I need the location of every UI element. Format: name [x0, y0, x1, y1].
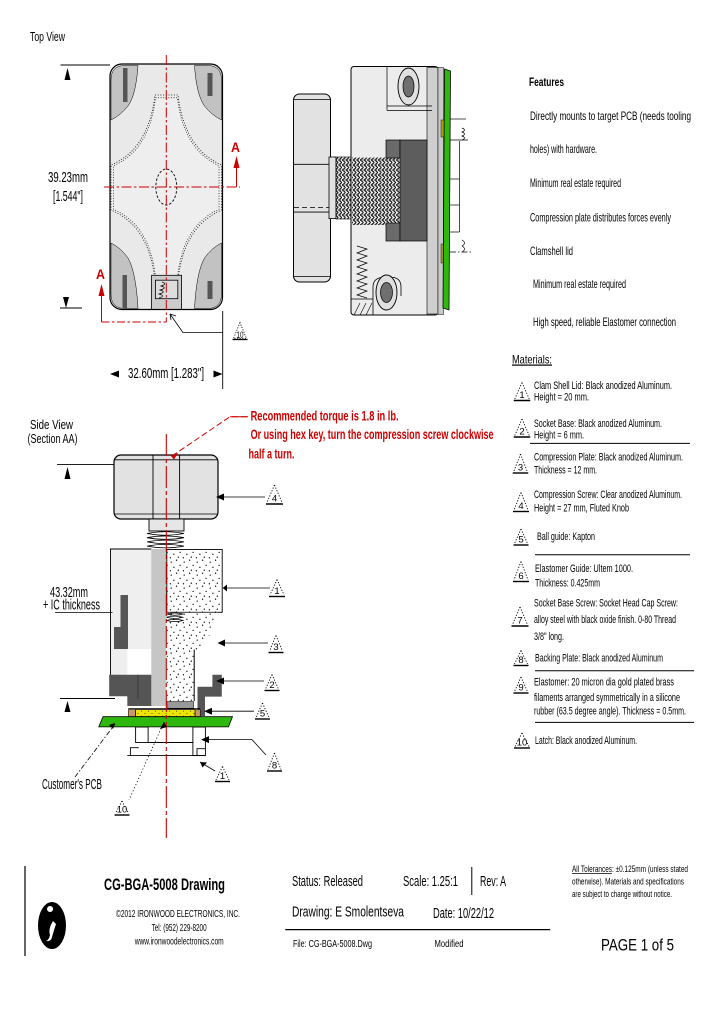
svg-text:alloy steel with black oxide f: alloy steel with black oxide finish. 0-8… — [534, 614, 676, 626]
svg-text:6: 6 — [518, 571, 523, 582]
svg-text:2: 2 — [269, 680, 274, 691]
svg-text:1: 1 — [519, 390, 524, 401]
svg-text:©2012 IRONWOOD ELECTRONICS, IN: ©2012 IRONWOOD ELECTRONICS, INC. — [116, 909, 240, 920]
svg-text:filaments arranged symmetrical: filaments arranged symmetrically in a si… — [534, 692, 680, 704]
svg-text:Clamshell lid: Clamshell lid — [530, 244, 573, 258]
svg-text:half a turn.: half a turn. — [249, 446, 295, 462]
svg-text:File: CG-BGA-5008.Dwg: File: CG-BGA-5008.Dwg — [293, 939, 372, 950]
svg-text:5: 5 — [518, 535, 523, 546]
svg-text:Ball guide: Kapton: Ball guide: Kapton — [537, 531, 595, 543]
svg-text:Modified: Modified — [435, 939, 464, 950]
svg-text:A: A — [231, 139, 240, 155]
svg-text:3: 3 — [273, 642, 278, 653]
svg-text:Compression Screw: Clear anodi: Compression Screw: Clear anodized Alumin… — [534, 489, 682, 501]
svg-text:10: 10 — [237, 330, 244, 340]
svg-text:[1.544"]: [1.544"] — [53, 188, 83, 205]
svg-text:Compression Plate: Black anodi: Compression Plate: Black anodized Alumin… — [534, 452, 683, 464]
svg-text:Materials:: Materials: — [512, 353, 552, 367]
svg-text:are subject to change without: are subject to change without notice. — [572, 889, 672, 899]
svg-text:8: 8 — [272, 761, 277, 772]
svg-text:Tel: (952) 229-8200: Tel: (952) 229-8200 — [152, 923, 207, 934]
svg-text:PAGE 1 of 5: PAGE 1 of 5 — [601, 936, 674, 955]
svg-text:Customer's PCB: Customer's PCB — [42, 776, 102, 793]
svg-text:Compression plate distributes: Compression plate distributes forces eve… — [530, 211, 671, 225]
svg-text:All Tolerances: ±0.125mm (unle: All Tolerances: ±0.125mm (unless stated — [572, 864, 688, 874]
svg-text:+ IC thickness: + IC thickness — [43, 597, 100, 614]
svg-text:Rev: A: Rev: A — [480, 873, 506, 890]
svg-text:Minimum real estate required: Minimum real estate required — [533, 277, 626, 291]
svg-text:Clam Shell Lid: Black anodized: Clam Shell Lid: Black anodized Aluminum. — [534, 380, 672, 392]
svg-text:rubber (63.5 degree angle). Th: rubber (63.5 degree angle). Thickness = … — [534, 706, 686, 718]
svg-text:Height = 6 mm.: Height = 6 mm. — [534, 430, 584, 442]
svg-text:10: 10 — [517, 738, 528, 749]
svg-text:43.32mm: 43.32mm — [50, 584, 88, 601]
svg-text:39.23mm: 39.23mm — [48, 169, 88, 186]
svg-text:1: 1 — [220, 771, 225, 782]
svg-text:Drawing: E Smolentseva: Drawing: E Smolentseva — [292, 904, 404, 921]
svg-text:2: 2 — [519, 427, 524, 438]
svg-text:1: 1 — [274, 586, 279, 597]
svg-text:Or using hex key, turn the com: Or using hex key, turn the compression s… — [251, 426, 494, 442]
svg-text:3: 3 — [518, 463, 523, 474]
svg-text:Height = 27 mm, Fluted Knob: Height = 27 mm, Fluted Knob — [534, 503, 629, 515]
svg-text:Top View: Top View — [30, 29, 65, 44]
svg-text:CG-BGA-5008 Drawing: CG-BGA-5008 Drawing — [104, 875, 225, 894]
svg-text:Recommended torque is 1.8 in l: Recommended torque is 1.8 in lb. — [251, 408, 399, 424]
svg-text:Side View: Side View — [30, 417, 73, 432]
svg-text:Socket Base: Black anodized Al: Socket Base: Black anodized Aluminum. — [534, 418, 662, 430]
svg-text:4: 4 — [518, 501, 523, 512]
svg-text:Socket Base Screw: Socket Head: Socket Base Screw: Socket Head Cap Screw… — [534, 598, 678, 610]
svg-text:A: A — [96, 266, 105, 282]
svg-text:3/8" long.: 3/8" long. — [534, 631, 564, 643]
svg-text:Latch: Black anodized Aluminum: Latch: Black anodized Aluminum. — [535, 735, 637, 747]
svg-text:otherwise). Materials and spec: otherwise). Materials and specifications — [572, 877, 684, 887]
svg-text:8: 8 — [518, 655, 523, 666]
svg-text:Features: Features — [529, 75, 564, 89]
svg-text:(Section AA): (Section AA) — [28, 431, 78, 446]
svg-text:4: 4 — [272, 494, 277, 505]
svg-text:32.60mm [1.283"]: 32.60mm [1.283"] — [128, 365, 204, 382]
svg-text:Height = 20 mm.: Height = 20 mm. — [534, 392, 589, 404]
svg-text:High speed, reliable Elastomer: High speed, reliable Elastomer connectio… — [533, 315, 676, 329]
svg-text:5: 5 — [260, 709, 265, 720]
svg-text:Scale: 1.25:1: Scale: 1.25:1 — [403, 873, 458, 890]
svg-text:Directly mounts to target PCB: Directly mounts to target PCB (needs too… — [530, 109, 691, 123]
svg-text:9: 9 — [518, 683, 523, 694]
svg-text:Thickness: 0.425mm: Thickness: 0.425mm — [535, 578, 600, 590]
svg-text:7: 7 — [517, 616, 522, 627]
svg-text:Backing Plate: Black anodized: Backing Plate: Black anodized Aluminum — [535, 653, 663, 665]
svg-text:Date: 10/22/12: Date: 10/22/12 — [433, 905, 494, 922]
svg-text:Status: Released: Status: Released — [292, 873, 363, 890]
svg-text:Elastomer Guide: Ultem 1000.: Elastomer Guide: Ultem 1000. — [535, 563, 633, 575]
svg-text:www.ironwoodelectronics.com: www.ironwoodelectronics.com — [134, 937, 224, 948]
svg-text:Minimum real estate required: Minimum real estate required — [530, 176, 621, 190]
svg-text:holes) with hardware.: holes) with hardware. — [530, 142, 597, 156]
svg-text:10: 10 — [117, 805, 128, 816]
svg-text:Thickness = 12 mm.: Thickness = 12 mm. — [534, 465, 597, 477]
svg-text:Elastomer: 20 micron dia gold: Elastomer: 20 micron dia gold plated bra… — [534, 677, 674, 689]
